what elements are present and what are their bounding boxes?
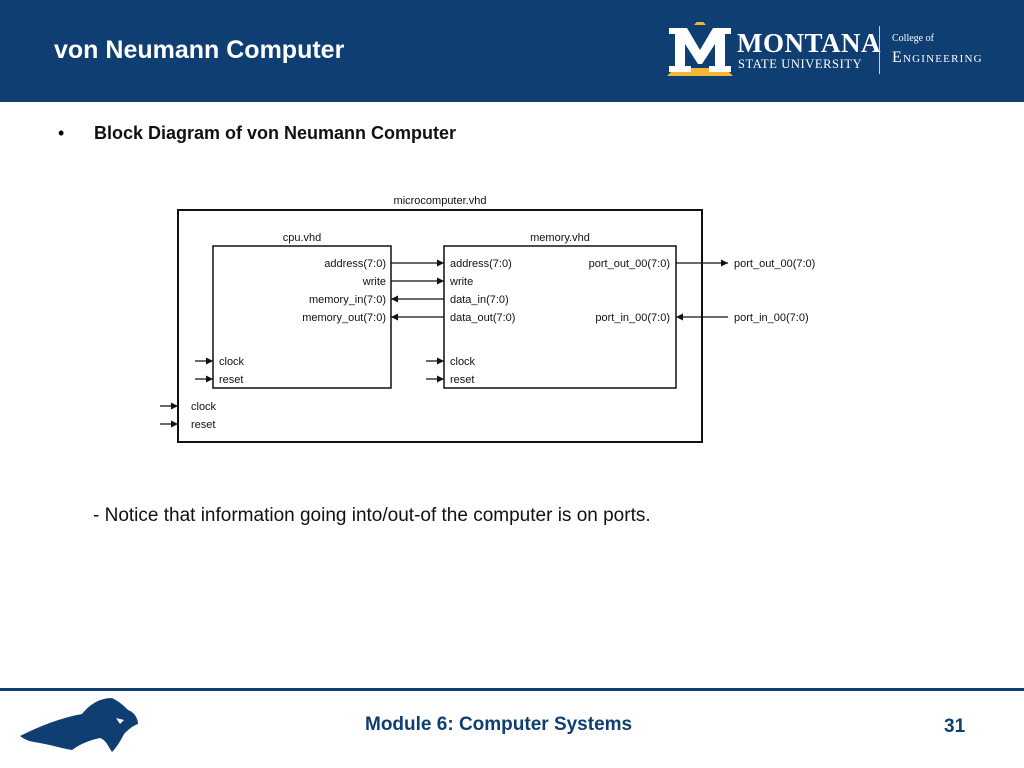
logo-divider: [879, 26, 880, 74]
memory-port-write: write: [449, 276, 473, 288]
logo-college-name: Engineering: [892, 49, 983, 66]
slide-title: von Neumann Computer: [54, 36, 345, 64]
memory-label: memory.vhd: [530, 232, 590, 244]
cpu-port-reset: reset: [219, 374, 243, 386]
top-clock-label: clock: [191, 401, 217, 413]
external-port-out-label: port_out_00(7:0): [734, 258, 815, 270]
msu-m-letter: M: [700, 61, 701, 63]
block-diagram: microcomputer.vhd cpu.vhd address(7:0) w…: [160, 195, 815, 443]
msu-m-icon: M: [667, 18, 733, 76]
memory-port-address: address(7:0): [450, 258, 512, 270]
memory-port-out-00: port_out_00(7:0): [589, 258, 670, 270]
page-number: 31: [944, 716, 966, 737]
cpu-port-write: write: [362, 276, 386, 288]
footer-divider: [0, 688, 1024, 691]
microcomputer-label: microcomputer.vhd: [394, 195, 487, 207]
logo-college-of: College of: [892, 33, 934, 44]
slide-header: von Neumann Computer M MONTANA STATE UNI…: [0, 0, 1024, 102]
top-reset-label: reset: [191, 419, 215, 431]
memory-port-clock: clock: [450, 356, 476, 368]
note-text: - Notice that information going into/out…: [93, 505, 651, 526]
bobcat-mascot-icon: [20, 698, 138, 752]
memory-port-data-out: data_out(7:0): [450, 312, 515, 324]
footer-module-title: Module 6: Computer Systems: [365, 714, 633, 735]
cpu-port-memory-out: memory_out(7:0): [302, 312, 386, 324]
microcomputer-box: [177, 209, 703, 443]
cpu-port-memory-in: memory_in(7:0): [309, 294, 386, 306]
external-port-in-label: port_in_00(7:0): [734, 312, 809, 324]
cpu-port-address: address(7:0): [324, 258, 386, 270]
cpu-label: cpu.vhd: [283, 232, 322, 244]
memory-port-data-in: data_in(7:0): [450, 294, 509, 306]
memory-port-reset: reset: [450, 374, 474, 386]
cpu-port-clock: clock: [219, 356, 245, 368]
bullet-marker: •: [58, 123, 65, 143]
logo-university-name: MONTANA: [737, 28, 881, 58]
logo-university-subname: STATE UNIVERSITY: [738, 57, 863, 71]
msu-logo: M MONTANA STATE UNIVERSITY College of En…: [665, 18, 1015, 78]
memory-port-in-00: port_in_00(7:0): [595, 312, 670, 324]
bullet-heading: Block Diagram of von Neumann Computer: [94, 123, 457, 143]
